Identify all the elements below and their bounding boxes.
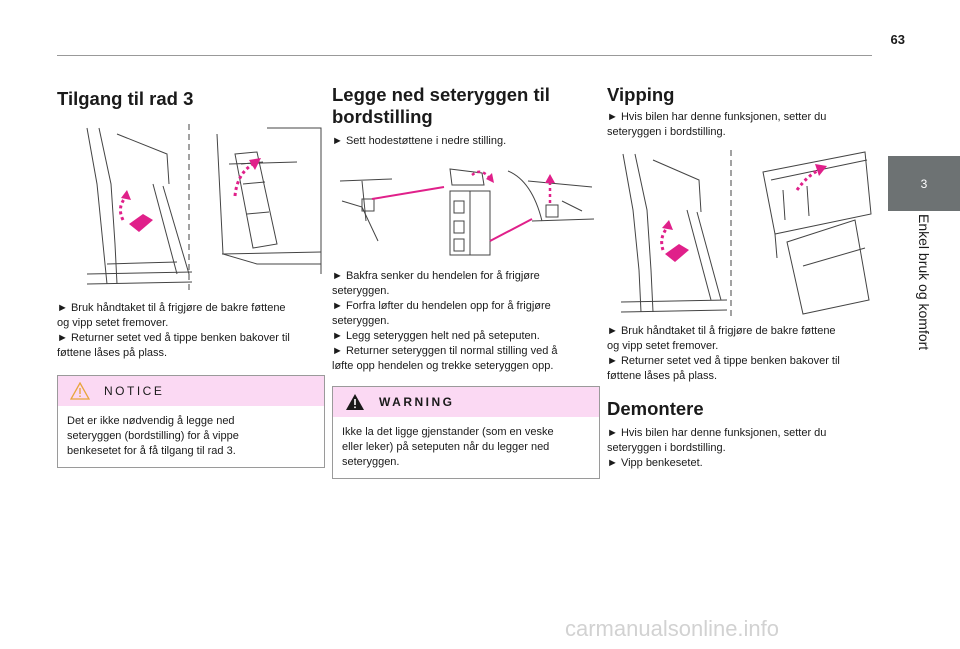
warning-title: WARNING <box>379 395 455 410</box>
text-line: og vipp setet fremover. <box>607 340 719 353</box>
notice-line: seteryggen (bordstilling) for å vippe <box>67 430 239 443</box>
warning-line: seteryggen. <box>342 456 400 469</box>
text-tipping-intro: ► Hvis bilen har denne funksjonen, sette… <box>607 110 875 140</box>
illustration-tipping <box>607 150 875 317</box>
notice-box: NOTICE Det er ikke nødvendig å legge ned… <box>57 375 325 469</box>
text-line: ► Bruk håndtaket til å frigjøre de bakre… <box>57 302 286 315</box>
text-headrest: ► Sett hodestøttene i nedre stilling. <box>332 135 507 148</box>
text-line: føttene låses på plass. <box>57 347 168 360</box>
heading-tipping: Vipping <box>607 84 675 105</box>
column-table-position: Legge ned seteryggen til bordstilling ► … <box>332 80 600 480</box>
text-line: seteryggen i bordstilling. <box>607 126 726 139</box>
heading-table-position-2: bordstilling <box>332 106 433 128</box>
notice-header: NOTICE <box>58 376 324 407</box>
chapter-tab[interactable]: 3 <box>888 156 960 211</box>
notice-line: benkesetet for å få tilgang til rad 3. <box>67 445 236 458</box>
text-remove: ► Hvis bilen har denne funksjonen, sette… <box>607 426 875 471</box>
notice-line: Det er ikke nødvendig å legge ned <box>67 415 235 428</box>
text-access-row3: ► Bruk håndtaket til å frigjøre de bakre… <box>57 301 325 361</box>
text-table-position: ► Bakfra senker du hendelen for å frigjø… <box>332 269 600 374</box>
column-tipping: Vipping ► Hvis bilen har denne funksjone… <box>607 80 875 471</box>
warning-line: Ikke la det ligge gjenstander (som en ve… <box>342 426 554 439</box>
chapter-number: 3 <box>920 176 928 191</box>
text-line: ► Forfra løfter du hendelen opp for å fr… <box>332 300 551 313</box>
heading-table-position-1: Legge ned seteryggen til <box>332 84 550 105</box>
text-line: seteryggen. <box>332 315 390 328</box>
text-tipping: ► Bruk håndtaket til å frigjøre de bakre… <box>607 324 875 384</box>
top-rule <box>57 55 872 56</box>
warning-box: WARNING Ikke la det ligge gjenstander (s… <box>332 386 600 480</box>
text-line: ► Bruk håndtaket til å frigjøre de bakre… <box>607 325 836 338</box>
seatback-fold-illustration <box>339 168 595 256</box>
seat-tilt-illustration <box>86 124 322 293</box>
text-line: seteryggen i bordstilling. <box>607 442 726 455</box>
text-line: og vipp setet fremover. <box>57 317 169 330</box>
text-line: ► Legg seteryggen helt ned på seteputen. <box>332 330 540 343</box>
text-line: ► Vipp benkesetet. <box>607 457 703 470</box>
chapter-label: Enkel bruk og komfort <box>888 210 960 410</box>
warning-body: Ikke la det ligge gjenstander (som en ve… <box>333 417 599 478</box>
heading-remove: Demontere <box>607 398 704 420</box>
text-line: ► Returner seteryggen til normal stillin… <box>332 345 558 358</box>
text-line: løfte opp hendelen og trekke seteryggen … <box>332 360 554 373</box>
bench-tip-illustration <box>620 150 872 317</box>
column-access-row3: Tilgang til rad 3 ► Bruk håndtaket til å… <box>57 80 325 469</box>
illustration-table-position <box>332 161 600 262</box>
warning-icon <box>346 394 364 411</box>
text-line: ► Bakfra senker du hendelen for å frigjø… <box>332 270 540 283</box>
chapter-title: Enkel bruk og komfort <box>916 214 932 351</box>
text-line: ► Hvis bilen har denne funksjonen, sette… <box>607 111 827 124</box>
warning-header: WARNING <box>333 387 599 418</box>
warning-line: eller leker) på seteputen når du legger … <box>342 441 550 454</box>
text-line: ► Hvis bilen har denne funksjonen, sette… <box>607 427 827 440</box>
text-line: føttene låses på plass. <box>607 370 718 383</box>
notice-icon <box>70 382 90 400</box>
heading-access-row3: Tilgang til rad 3 <box>57 88 194 109</box>
watermark: carmanualsonline.info <box>565 616 780 641</box>
page-number: 63 <box>890 32 905 47</box>
illustration-access-row3 <box>57 124 325 293</box>
notice-body: Det er ikke nødvendig å legge ned setery… <box>58 406 324 467</box>
text-line: ► Returner setet ved å tippe benken bako… <box>57 332 290 345</box>
text-line: ► Returner setet ved å tippe benken bako… <box>607 355 840 368</box>
text-line: seteryggen. <box>332 285 390 298</box>
notice-title: NOTICE <box>104 384 165 399</box>
